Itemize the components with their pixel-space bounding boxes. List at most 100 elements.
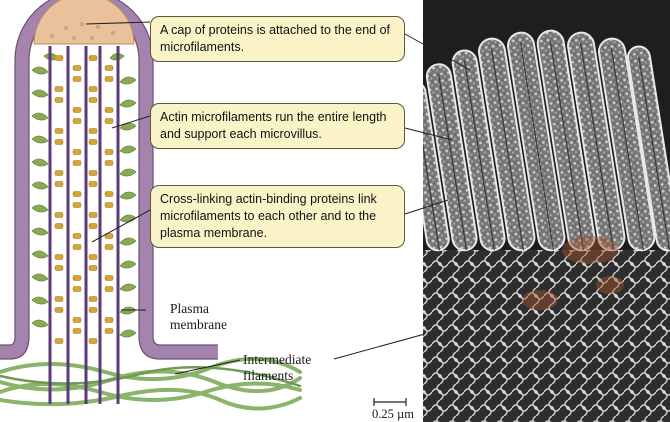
linker-left-6 bbox=[31, 181, 49, 190]
pointer-intermediate-left bbox=[174, 359, 241, 375]
linker-right-6 bbox=[119, 191, 137, 200]
cross-linking-proteins bbox=[54, 55, 114, 344]
microvillus-core bbox=[519, 42, 555, 251]
crosslinker-2 bbox=[72, 65, 82, 71]
crosslinker-15 bbox=[88, 128, 98, 134]
crosslinker-21 bbox=[54, 170, 64, 176]
linker-left-2 bbox=[31, 89, 49, 98]
crosslinker-10 bbox=[72, 107, 82, 113]
crosslinker-33 bbox=[54, 223, 64, 229]
crosslinker-11 bbox=[88, 97, 98, 103]
crosslinker-31 bbox=[88, 212, 98, 218]
micrograph-microvillus-6 bbox=[536, 29, 596, 252]
crosslinker-1 bbox=[54, 55, 64, 61]
micrograph-microvillus-1 bbox=[423, 81, 450, 252]
microvillus-core bbox=[423, 91, 441, 251]
crosslinker-9 bbox=[54, 97, 64, 103]
microvillus-core bbox=[437, 74, 468, 251]
crosslinker-50 bbox=[72, 317, 82, 323]
crosslinker-32 bbox=[104, 202, 114, 208]
crosslinker-23 bbox=[88, 170, 98, 176]
linker-right-8 bbox=[119, 237, 137, 246]
microvillus-core bbox=[579, 42, 615, 251]
crosslinker-53 bbox=[54, 338, 64, 344]
crosslinker-24 bbox=[104, 160, 114, 166]
crosslinker-49 bbox=[54, 307, 64, 313]
crosslinker-25 bbox=[54, 181, 64, 187]
crosslinker-38 bbox=[72, 244, 82, 250]
label-plasma-membrane: Plasma membrane bbox=[170, 301, 260, 333]
pointer-actin bbox=[111, 115, 151, 129]
linker-left-1 bbox=[31, 66, 49, 75]
micrograph-microvillus-2 bbox=[425, 63, 478, 252]
linker-right-4 bbox=[119, 145, 137, 154]
crosslinker-14 bbox=[72, 118, 82, 124]
microvillus-core bbox=[549, 40, 585, 251]
scale-bar bbox=[373, 398, 407, 406]
crosslinker-36 bbox=[104, 233, 114, 239]
microvillus-core bbox=[610, 48, 645, 251]
crosslinker-37 bbox=[54, 254, 64, 260]
callout-cross-linking-proteins: Cross-linking actin-binding proteins lin… bbox=[150, 185, 405, 248]
crosslinker-16 bbox=[104, 118, 114, 124]
linker-right-1 bbox=[119, 76, 137, 85]
micrograph-microvillus-8 bbox=[597, 37, 656, 252]
crosslinker-54 bbox=[72, 328, 82, 334]
linker-right-10 bbox=[119, 283, 137, 292]
crosslinker-48 bbox=[104, 286, 114, 292]
micrograph-microvillus-7 bbox=[567, 31, 626, 252]
electron-micrograph bbox=[423, 0, 670, 422]
linker-left-7 bbox=[31, 204, 49, 213]
pointer-cap bbox=[85, 21, 151, 25]
linker-left-9 bbox=[31, 250, 49, 259]
micrograph-microvilli bbox=[423, 29, 670, 252]
crosslinker-27 bbox=[88, 181, 98, 187]
crosslinker-47 bbox=[88, 296, 98, 302]
crosslinker-39 bbox=[88, 254, 98, 260]
crosslinker-40 bbox=[104, 244, 114, 250]
crosslinker-5 bbox=[54, 86, 64, 92]
crosslinker-22 bbox=[72, 160, 82, 166]
linker-left-3 bbox=[31, 112, 49, 121]
protein-cap bbox=[33, 0, 135, 45]
crosslinker-34 bbox=[72, 233, 82, 239]
label-intermediate-line2: filaments bbox=[243, 368, 294, 383]
linker-left-5 bbox=[31, 158, 49, 167]
actin-microfilaments bbox=[48, 46, 120, 404]
microvillus-diagram bbox=[0, 0, 513, 411]
label-scale-bar: 0.25 µm bbox=[372, 407, 414, 421]
crosslinker-52 bbox=[104, 317, 114, 323]
plasma-membrane bbox=[0, 0, 218, 359]
crosslinker-3 bbox=[88, 55, 98, 61]
crosslinker-43 bbox=[88, 265, 98, 271]
crosslinker-56 bbox=[104, 328, 114, 334]
crosslinker-44 bbox=[104, 275, 114, 281]
crosslinker-19 bbox=[88, 139, 98, 145]
crosslinker-18 bbox=[72, 149, 82, 155]
linker-left-8 bbox=[31, 227, 49, 236]
crosslinker-8 bbox=[104, 76, 114, 82]
linker-right-12 bbox=[119, 329, 137, 338]
linker-right-3 bbox=[119, 122, 137, 131]
crosslinker-20 bbox=[104, 149, 114, 155]
label-intermediate-filaments: Intermediate filaments bbox=[243, 352, 343, 384]
microvillus-core bbox=[490, 48, 525, 251]
micrograph-microvillus-4 bbox=[477, 37, 536, 252]
crosslinker-17 bbox=[54, 139, 64, 145]
linker-left-4 bbox=[31, 135, 49, 144]
linker-right-9 bbox=[119, 260, 137, 269]
crosslinker-29 bbox=[54, 212, 64, 218]
membrane-linkers bbox=[31, 53, 137, 338]
crosslinker-7 bbox=[88, 86, 98, 92]
linker-right-5 bbox=[119, 168, 137, 177]
crosslinker-55 bbox=[88, 338, 98, 344]
callout-actin-microfilaments: Actin microfilaments run the entire leng… bbox=[150, 103, 405, 149]
crosslinker-42 bbox=[72, 275, 82, 281]
crosslinker-46 bbox=[72, 286, 82, 292]
linker-right-11 bbox=[119, 306, 137, 315]
linker-left-11 bbox=[31, 296, 49, 305]
microvillus-core bbox=[463, 60, 496, 251]
crosslinker-51 bbox=[88, 307, 98, 313]
crosslinker-13 bbox=[54, 128, 64, 134]
